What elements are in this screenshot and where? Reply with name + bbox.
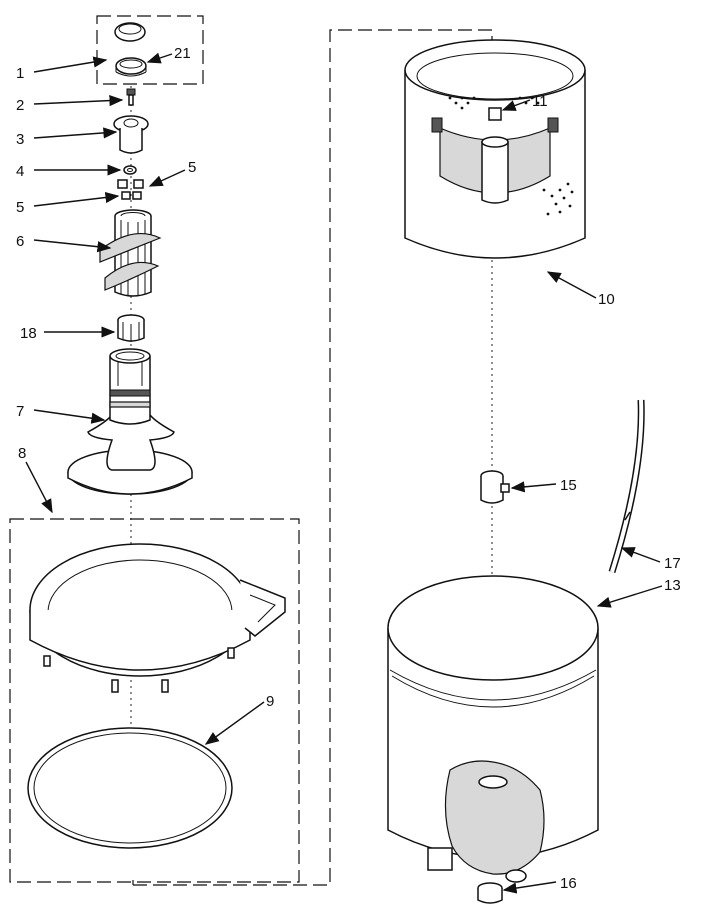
part-washer xyxy=(123,165,137,175)
label-part-18: 18 xyxy=(20,325,37,342)
label-part-3: 3 xyxy=(16,131,24,148)
leader-line-6 xyxy=(33,239,112,253)
label-part-11: 11 xyxy=(532,93,548,110)
group-box-tub-ring xyxy=(9,518,300,883)
leader-line-15 xyxy=(510,481,557,493)
leader-line-11 xyxy=(501,99,531,111)
leader-line-13 xyxy=(596,585,663,608)
label-part-8: 8 xyxy=(18,445,26,462)
leader-line-5b xyxy=(33,191,120,207)
leader-line-1 xyxy=(33,56,108,73)
leader-line-8 xyxy=(25,461,53,514)
group-box-cap xyxy=(96,15,204,85)
label-part-7: 7 xyxy=(16,403,24,420)
leader-line-7 xyxy=(33,409,106,424)
part-agitator-base xyxy=(67,348,193,495)
label-part-6: 6 xyxy=(16,233,24,250)
leader-line-3 xyxy=(33,127,118,139)
label-part-4: 4 xyxy=(16,163,24,180)
part-ring xyxy=(115,57,147,77)
label-part-1: 1 xyxy=(16,65,24,82)
part-cap xyxy=(114,22,146,42)
part-seal-ring xyxy=(27,727,233,849)
part-cam xyxy=(113,115,149,154)
part-coupling xyxy=(117,314,145,342)
leader-line-21 xyxy=(146,52,173,64)
part-drive-bushing xyxy=(480,470,510,504)
leader-line-9 xyxy=(204,701,265,745)
label-part-2: 2 xyxy=(16,97,24,114)
label-part-13: 13 xyxy=(664,577,681,594)
label-part-21: 21 xyxy=(174,45,191,62)
part-nut xyxy=(477,882,503,904)
label-part-9: 9 xyxy=(266,693,274,710)
part-hose xyxy=(608,399,645,574)
leader-line-5a xyxy=(148,169,186,187)
label-part-16: 16 xyxy=(560,875,577,892)
leader-line-2 xyxy=(33,94,124,107)
leader-line-10 xyxy=(546,271,597,299)
part-auger xyxy=(99,209,162,297)
label-part-5-left: 5 xyxy=(16,199,24,216)
part-spin-basket xyxy=(404,39,586,259)
leader-line-16 xyxy=(502,881,557,894)
label-part-5-right: 5 xyxy=(188,159,196,176)
group-box-basket-connector xyxy=(132,29,493,886)
part-bolt xyxy=(126,88,136,106)
part-dogs xyxy=(117,179,144,200)
part-tub-ring xyxy=(29,543,286,693)
label-part-10: 10 xyxy=(598,291,615,308)
label-part-15: 15 xyxy=(560,477,577,494)
leader-line-17 xyxy=(620,547,661,563)
label-part-17: 17 xyxy=(664,555,681,572)
part-outer-tub xyxy=(387,575,599,883)
